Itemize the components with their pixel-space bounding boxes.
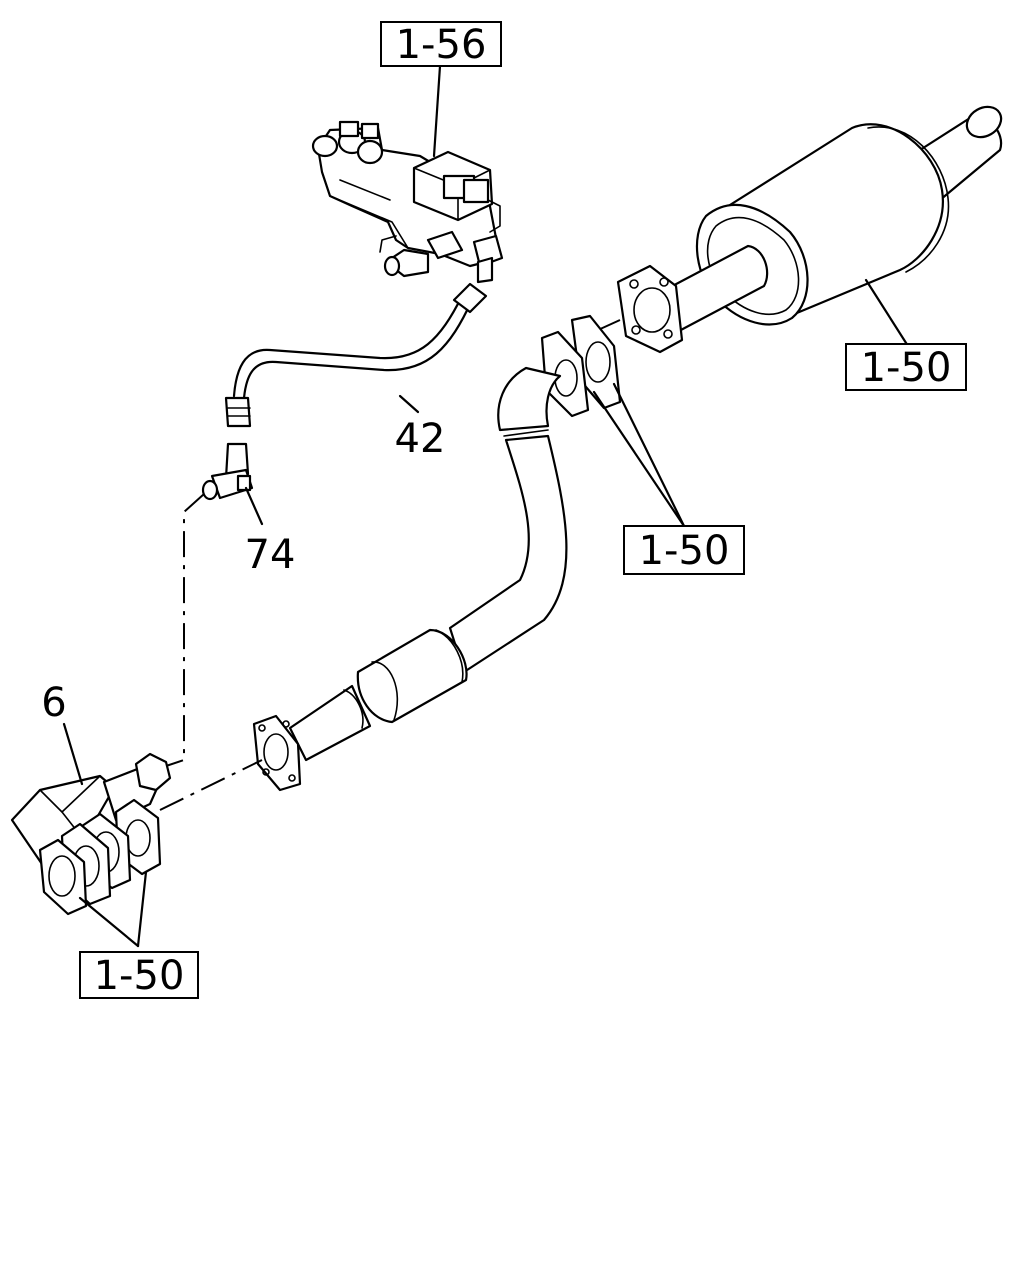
valve-bracket-assembly	[311, 120, 504, 284]
connection-line-manifold	[159, 759, 263, 811]
callout-1-56: 1-56	[380, 21, 502, 68]
hose-42	[224, 282, 488, 428]
callout-1-50-manifold: 1-50	[79, 951, 199, 999]
callout-1-50-muffler: 1-50	[845, 343, 967, 391]
muffler	[616, 105, 1003, 354]
callout-1-50-manifold-text: 1-50	[94, 953, 185, 999]
callout-1-50-flange-text: 1-50	[639, 528, 730, 574]
leader-1-56	[432, 64, 442, 158]
part-label-6: 6	[41, 680, 66, 726]
part-label-42: 42	[395, 416, 446, 462]
front-pipe	[252, 314, 686, 792]
callout-1-50-muffler-text: 1-50	[861, 345, 952, 391]
connection-line-muffler	[597, 319, 621, 331]
part-label-74: 74	[245, 532, 296, 578]
elbow-fitting-74	[201, 442, 264, 526]
connection-line-fitting	[159, 493, 205, 769]
exhaust-manifold-6	[10, 722, 172, 948]
callout-1-56-text: 1-56	[396, 22, 487, 68]
callout-1-50-flange: 1-50	[623, 525, 745, 575]
